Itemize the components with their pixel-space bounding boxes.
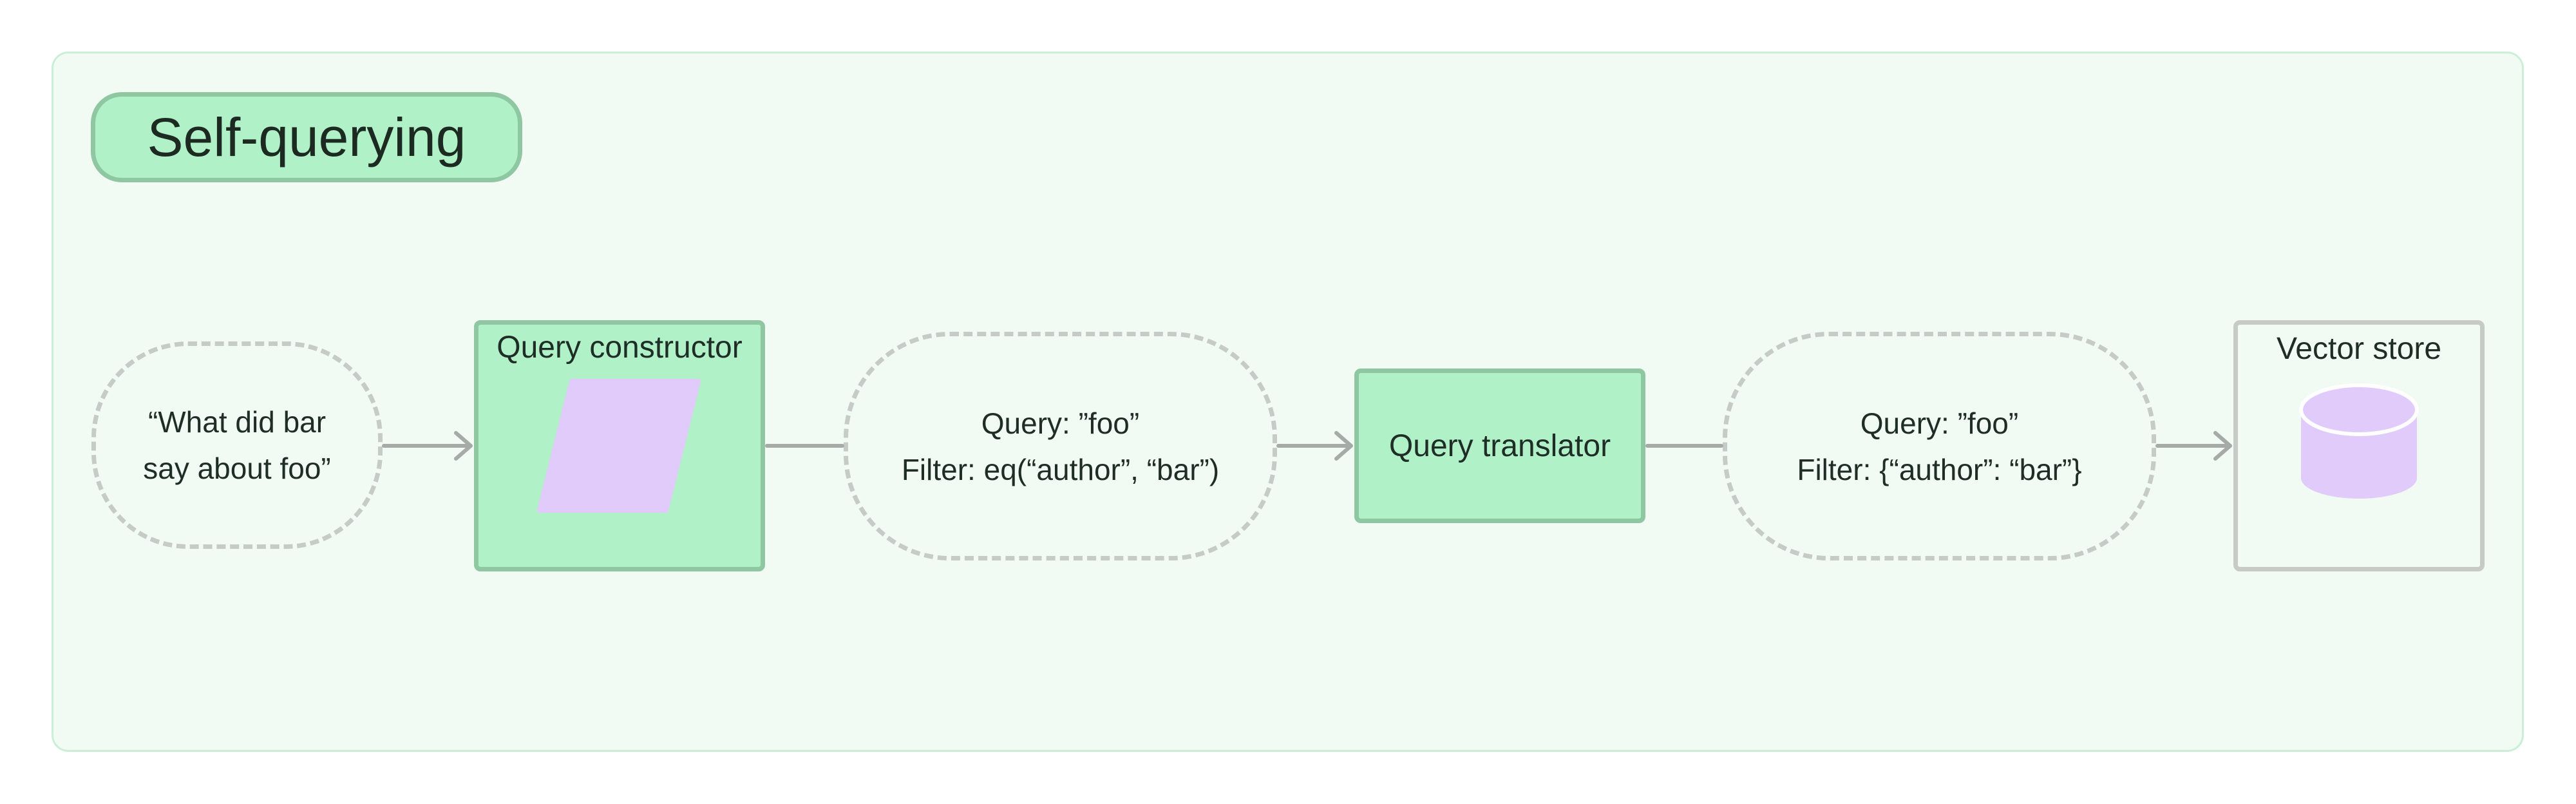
structured-query-node: Query: ”foo” Filter: eq(“author”, “bar”) (844, 332, 1277, 560)
arrow-query-to-vector-store (2155, 431, 2232, 461)
query-translator-label: Query translator (1388, 428, 1611, 463)
input-question-line1: “What did bar (147, 405, 327, 439)
input-question-node: “What did bar say about foo” (91, 341, 383, 549)
input-question-line2: say about foo” (143, 452, 331, 485)
diagram-title: Self-querying (91, 92, 522, 182)
arrow-input-to-constructor (382, 431, 473, 461)
query-constructor-label: Query constructor (497, 330, 743, 365)
parallelogram-icon (537, 379, 701, 513)
database-icon (2299, 383, 2419, 499)
vector-store-label: Vector store (2276, 332, 2442, 366)
translated-query-line2: Filter: {“author”: “bar”} (1797, 452, 2082, 486)
translated-query-node: Query: ”foo” Filter: {“author”: “bar”} (1723, 332, 2156, 560)
structured-query-line1: Query: ”foo” (981, 406, 1140, 440)
structured-query-line2: Filter: eq(“author”, “bar”) (901, 452, 1220, 486)
query-translator-node: Query translator (1354, 368, 1645, 523)
diagram-title-text: Self-querying (147, 106, 466, 168)
arrow-query-to-translator (1276, 431, 1353, 461)
translated-query-line1: Query: ”foo” (1860, 406, 2019, 440)
